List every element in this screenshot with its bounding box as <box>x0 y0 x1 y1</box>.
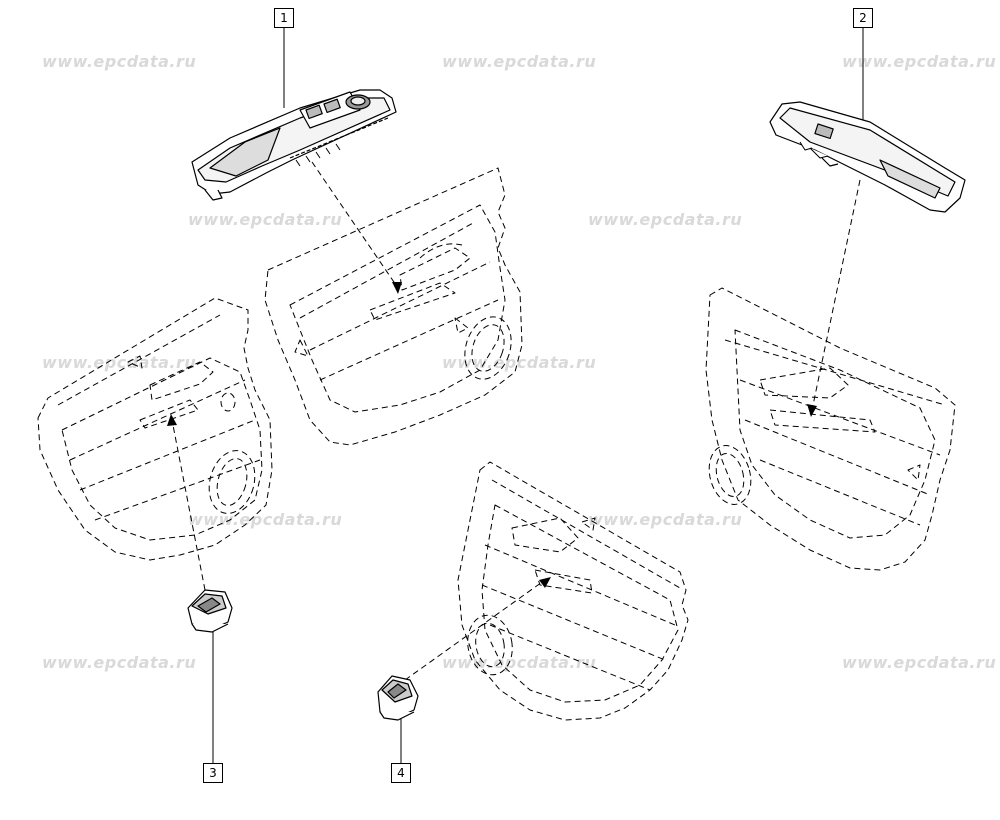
watermark: www.epcdata.ru <box>42 653 197 672</box>
arrow-head <box>167 414 177 426</box>
leader-line <box>171 419 206 591</box>
door-panel-rear-right <box>457 461 689 721</box>
watermark: www.epcdata.ru <box>588 210 743 229</box>
callout-3[interactable]: 3 <box>203 763 223 783</box>
door-panel-front-right <box>705 287 956 571</box>
watermark: www.epcdata.ru <box>42 353 197 372</box>
door-panel-rear-left <box>37 297 273 561</box>
watermark: www.epcdata.ru <box>188 510 343 529</box>
window-switch-part-1 <box>191 89 397 201</box>
arrow-head <box>807 404 817 417</box>
watermark: www.epcdata.ru <box>442 353 597 372</box>
window-switch-part-4 <box>377 675 419 721</box>
watermark: www.epcdata.ru <box>842 653 997 672</box>
arrow-head <box>392 282 402 294</box>
watermark: www.epcdata.ru <box>42 52 197 71</box>
callout-2[interactable]: 2 <box>853 8 873 28</box>
door-panel-front-left <box>264 167 523 446</box>
watermark: www.epcdata.ru <box>188 210 343 229</box>
watermark: www.epcdata.ru <box>442 52 597 71</box>
window-switch-part-3 <box>187 589 233 633</box>
callout-4[interactable]: 4 <box>391 763 411 783</box>
arrow-head <box>539 577 551 588</box>
watermark: www.epcdata.ru <box>588 510 743 529</box>
watermark: www.epcdata.ru <box>842 52 997 71</box>
callout-1[interactable]: 1 <box>274 8 294 28</box>
window-switch-part-2 <box>769 101 966 213</box>
leader-line <box>404 579 546 681</box>
leader-line <box>311 161 399 289</box>
leader-line <box>811 179 861 411</box>
